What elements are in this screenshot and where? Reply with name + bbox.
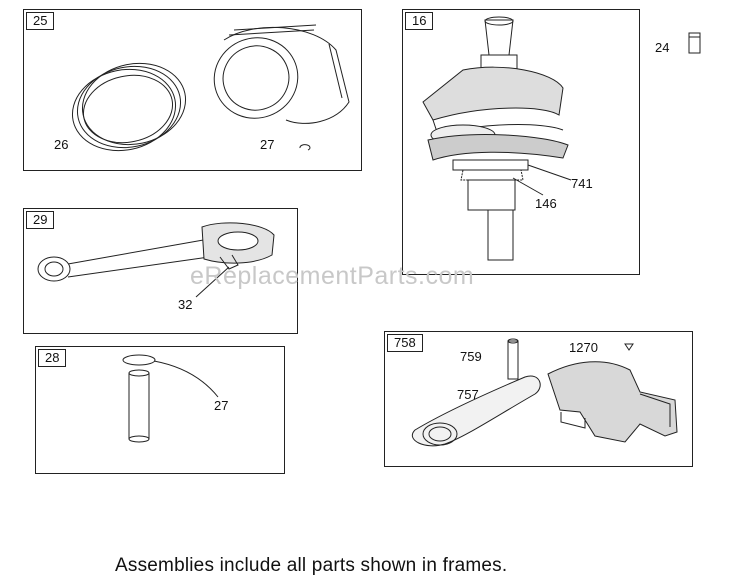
callout-1270: 1270	[569, 340, 598, 355]
frame-connecting-rod-assembly: 29 32	[23, 208, 298, 334]
frame-wrist-pin-assembly: 28 27	[35, 346, 285, 474]
footer-note: Assemblies include all parts shown in fr…	[115, 555, 508, 576]
frame-tag-25: 25	[26, 12, 55, 30]
connecting-rod-drawing	[37, 222, 275, 298]
wrist-pin-drawing	[122, 354, 219, 443]
callout-32: 32	[178, 297, 193, 312]
callout-757: 757	[457, 387, 479, 402]
watermark: eReplacementParts.com	[190, 262, 475, 290]
callout-741: 741	[571, 176, 593, 191]
frame-crankshaft-assembly: 16 741 146	[402, 9, 640, 275]
callout-26: 26	[54, 137, 69, 152]
callout-27: 27	[260, 137, 275, 152]
frame-piston-assembly: 25 26 27	[23, 9, 362, 171]
crankshaft-drawing	[422, 16, 572, 261]
frame-tag-16: 16	[405, 12, 434, 30]
frame-tag-758: 758	[387, 334, 423, 352]
piston-drawing	[71, 24, 350, 152]
callout-146: 146	[535, 196, 557, 211]
frame-tag-29: 29	[26, 211, 55, 229]
callout-759: 759	[460, 349, 482, 364]
frame-tag-28: 28	[38, 349, 67, 367]
callout-24: 24	[655, 40, 670, 55]
frame-balancer-assembly: 758 759 1270 757	[384, 331, 693, 467]
balancer-drawing	[412, 338, 678, 447]
callout-27: 27	[214, 398, 229, 413]
